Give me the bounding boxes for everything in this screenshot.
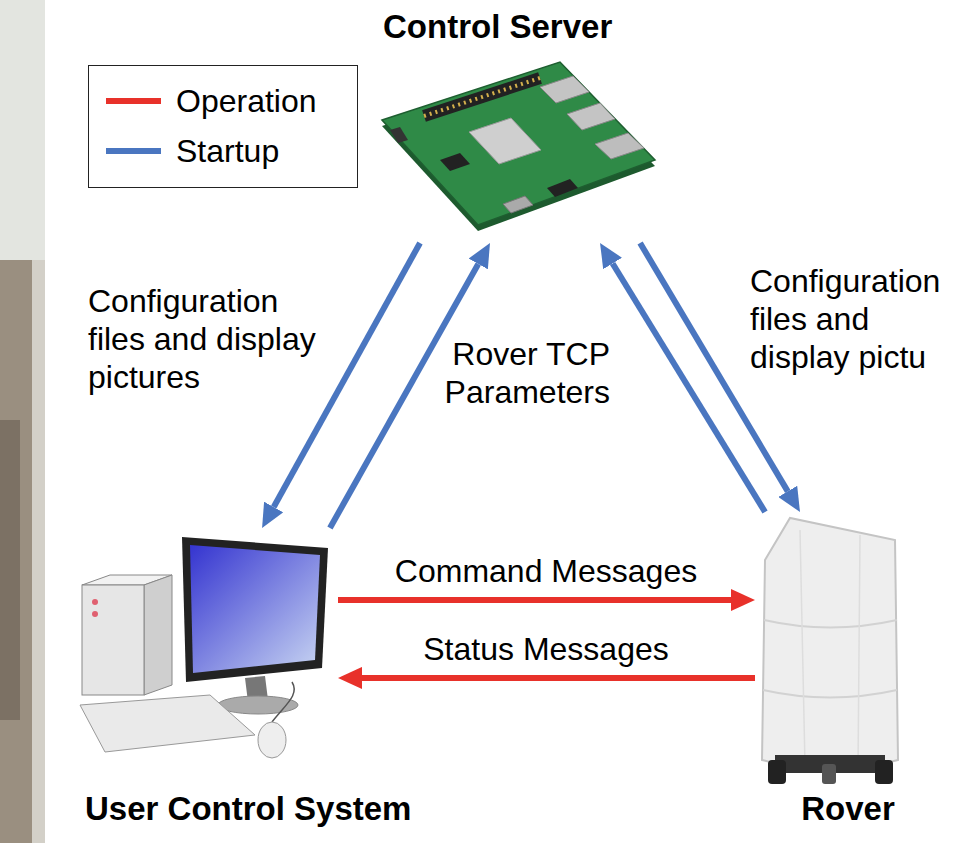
chip — [440, 153, 470, 171]
gpio-pins — [424, 78, 540, 116]
legend-text: Operation — [176, 83, 317, 120]
edge-label: Status Messages — [423, 630, 668, 668]
tower-button — [92, 599, 98, 605]
usb-port — [567, 103, 615, 130]
rover-figure — [762, 518, 898, 784]
device-node: User Control System — [78, 528, 338, 763]
photo-person — [0, 260, 32, 843]
board — [382, 62, 655, 225]
photo-strip — [0, 0, 45, 843]
device-node: Rover — [755, 512, 905, 787]
photo-window — [0, 0, 45, 260]
legend-text: Startup — [176, 133, 279, 170]
rover-wheel — [822, 764, 836, 784]
gpio-header — [424, 78, 540, 116]
flow-note: Rover TCP Parameters — [438, 335, 610, 411]
usb-port — [540, 76, 589, 103]
device-name: Control Server — [383, 8, 612, 46]
monitor-screen — [190, 545, 320, 673]
rover-wheel — [768, 760, 786, 784]
legend-swatch — [106, 148, 161, 154]
mouse-cable — [272, 682, 294, 722]
photo-arm — [0, 420, 20, 720]
tower-side — [144, 575, 172, 695]
keyboard — [80, 695, 255, 752]
audio-jack — [547, 179, 578, 197]
legend-row: Startup — [89, 126, 357, 176]
flow-arrow — [362, 675, 755, 681]
raspberry-pi-board — [382, 62, 655, 231]
legend-swatch — [106, 98, 161, 104]
device-node: Control Server — [378, 58, 658, 243]
legend-row: Operation — [89, 76, 357, 126]
cover-ring — [763, 690, 897, 698]
flow-arrow — [613, 263, 765, 512]
tower-button — [92, 611, 98, 617]
device-name: User Control System — [85, 790, 411, 828]
rover-cover — [762, 518, 898, 769]
monitor-frame — [182, 537, 328, 682]
computer-icon — [80, 537, 328, 758]
edge-label: Command Messages — [395, 552, 697, 590]
photo-ground — [0, 0, 45, 843]
cover-fold — [800, 530, 860, 768]
flow-arrow — [274, 243, 420, 507]
ethernet-port — [595, 133, 644, 159]
edge-label: Configuration files and display pictures — [88, 282, 328, 396]
cover-ring — [764, 620, 897, 628]
rover-wheel — [875, 760, 893, 784]
hdmi-port — [503, 196, 533, 213]
edge-label: Configuration files and display pictu — [750, 262, 950, 376]
flow-arrow — [338, 597, 731, 603]
device-name: Rover — [801, 790, 895, 828]
mouse — [258, 722, 286, 758]
legend-box: OperationStartup — [88, 65, 358, 188]
processor — [469, 118, 541, 164]
tower-front — [82, 585, 144, 695]
sd-slot — [390, 127, 408, 143]
